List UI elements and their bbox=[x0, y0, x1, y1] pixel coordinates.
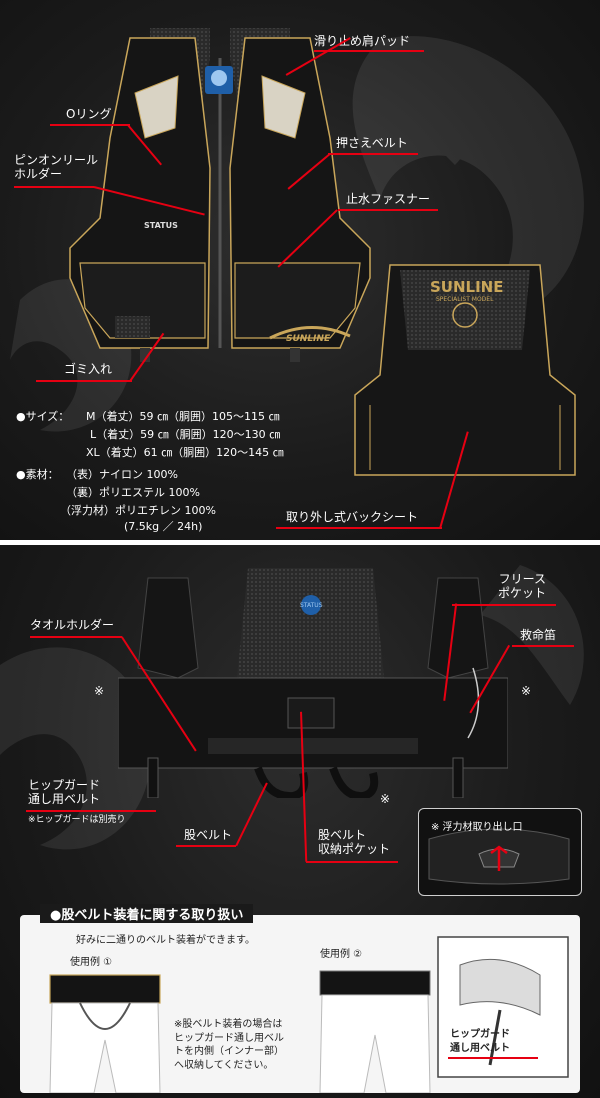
crotch-belt-guide-card bbox=[20, 915, 580, 1094]
leader-press-belt bbox=[328, 153, 418, 155]
panel-separator bbox=[0, 540, 600, 545]
leader-crotch-belt bbox=[176, 845, 236, 847]
right-shoulder-strap bbox=[427, 577, 489, 679]
leader-card-hip-guard bbox=[448, 1057, 538, 1059]
front-vest-illustration bbox=[69, 28, 371, 362]
front-status-text: STATUS bbox=[144, 221, 178, 230]
label-press-belt: 押さえベルト bbox=[336, 136, 408, 150]
leader-back-seat bbox=[276, 527, 442, 529]
spec-material-label: ●素材： bbox=[16, 468, 59, 481]
spec-material-buoyancy: (7.5kg ／ 24h) bbox=[124, 520, 203, 533]
back-sunline-logo-text: SUNLINE bbox=[430, 278, 504, 296]
label-fleece-pocket: フリース ポケット bbox=[498, 572, 547, 601]
label-back-seat: 取り外し式バックシート bbox=[286, 510, 419, 524]
leader-whistle bbox=[512, 645, 574, 647]
back-seat-mesh bbox=[400, 270, 530, 350]
spec-size-xl: XL（着丈）61 ㎝（胴囲）120〜145 ㎝ bbox=[86, 446, 284, 459]
card-intro: 好みに二通りのベルト装着ができます。 bbox=[76, 935, 255, 946]
inner-belt-strip bbox=[208, 738, 418, 754]
leader-trash bbox=[36, 380, 132, 382]
left-shoulder-strap bbox=[137, 577, 199, 679]
label-hip-guard-belt: ヒップガード 通し用ベルト bbox=[28, 778, 101, 807]
leader-hip-guard-belt bbox=[26, 810, 156, 812]
crotch-belt-right bbox=[329, 766, 379, 798]
right-shoulder-pad bbox=[261, 75, 306, 139]
whistle-cord bbox=[467, 667, 480, 739]
back-seat-illustration bbox=[354, 264, 576, 476]
leader-waterproof-zipper bbox=[338, 209, 438, 211]
card-hip-guard-label: ヒップガード 通し用ベルト bbox=[450, 1029, 510, 1054]
float-outlet-inset bbox=[418, 808, 582, 896]
spec-material-outer: （表）ナイロン 100% bbox=[66, 468, 178, 481]
leader-fleece-pocket bbox=[452, 604, 556, 606]
label-whistle: 救命笛 bbox=[520, 628, 557, 642]
label-crotch-belt-pocket: 股ベルト 収納ポケット bbox=[318, 828, 391, 857]
label-o-ring: Oリング bbox=[66, 107, 112, 121]
label-pin-on-reel: ピンオンリール ホルダー bbox=[14, 153, 99, 182]
spec-material-float: （浮力材）ポリエチレン 100% bbox=[60, 504, 216, 517]
inner-status-text: STATUS bbox=[300, 602, 323, 609]
spec-size-label: ●サイズ： bbox=[16, 410, 70, 423]
card-example-2: 使用例 ② bbox=[320, 949, 363, 960]
label-shoulder-pad: 滑り止め肩パッド bbox=[314, 34, 411, 48]
card-note: ※股ベルト装着の場合は ヒップガード通し用ベル トを内側（インナー部） へ収納し… bbox=[174, 1019, 284, 1071]
label-float-outlet: ※ 浮力材取り出し口 bbox=[431, 822, 523, 833]
back-sunline-sub-text: SPECIALIST MODEL bbox=[436, 296, 494, 303]
left-shoulder-pad bbox=[134, 75, 179, 139]
leader-towel-holder bbox=[30, 636, 122, 638]
label-crotch-belt: 股ベルト bbox=[184, 828, 233, 842]
crotch-belt-pocket bbox=[287, 697, 335, 729]
label-trash: ゴミ入れ bbox=[64, 362, 113, 376]
float-outlet-illustration bbox=[428, 828, 570, 885]
hip-guard-belt-strap bbox=[147, 757, 159, 798]
tribal-background-decoration-bottom bbox=[0, 565, 584, 850]
leader-o-ring bbox=[50, 124, 130, 126]
trash-mesh-patch bbox=[115, 316, 150, 338]
front-sunline-patch-text: SUNLINE bbox=[286, 334, 331, 344]
inner-vest-illustration bbox=[118, 568, 508, 798]
mark-bottom: ※ bbox=[380, 792, 391, 806]
spec-material-inner: （裏）ポリエステル 100% bbox=[66, 486, 200, 499]
label-hip-guard-note: ※ヒップガードは別売り bbox=[28, 815, 126, 825]
label-towel-holder: タオルホルダー bbox=[30, 618, 115, 632]
leader-pin-on-reel bbox=[14, 186, 94, 188]
mark-right: ※ bbox=[521, 684, 532, 698]
leader-crotch-belt-pocket bbox=[306, 861, 398, 863]
spec-size-m: M（着丈）59 ㎝（胴囲）105〜115 ㎝ bbox=[86, 410, 280, 423]
card-title: ●股ベルト装着に関する取り扱い bbox=[40, 904, 254, 923]
right-lower-pocket bbox=[234, 262, 361, 339]
guide-illustrations bbox=[49, 936, 569, 1094]
mark-left: ※ bbox=[94, 684, 105, 698]
spec-size-l: L（着丈）59 ㎝（胴囲）120〜130 ㎝ bbox=[90, 428, 281, 441]
label-waterproof-zipper: 止水ファスナー bbox=[346, 192, 431, 206]
status-logo-circle bbox=[301, 595, 321, 615]
card-example-1: 使用例 ① bbox=[70, 957, 113, 968]
